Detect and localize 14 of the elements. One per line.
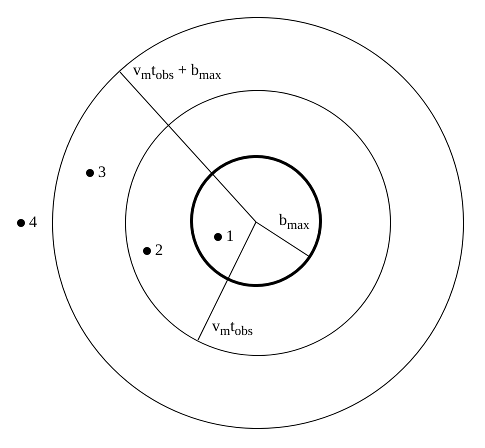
point-number: 3 xyxy=(98,165,106,181)
dot-icon xyxy=(17,219,25,227)
point-number: 2 xyxy=(155,243,163,259)
dimension-label: b$_{max}$ xyxy=(279,213,310,229)
middle-circle xyxy=(125,90,391,356)
dimension-label: v$_{m}$t$_{obs}$ + b$_{max}$ xyxy=(133,63,222,79)
point-number: 4 xyxy=(29,215,37,231)
outer-circle xyxy=(52,17,464,429)
dot-icon xyxy=(214,233,222,241)
dimension-label: v$_{m}$t$_{obs}$ xyxy=(212,319,253,335)
dot-icon xyxy=(86,169,94,177)
point-number: 1 xyxy=(226,229,234,245)
inner-circle xyxy=(190,155,322,287)
dot-icon xyxy=(143,247,151,255)
